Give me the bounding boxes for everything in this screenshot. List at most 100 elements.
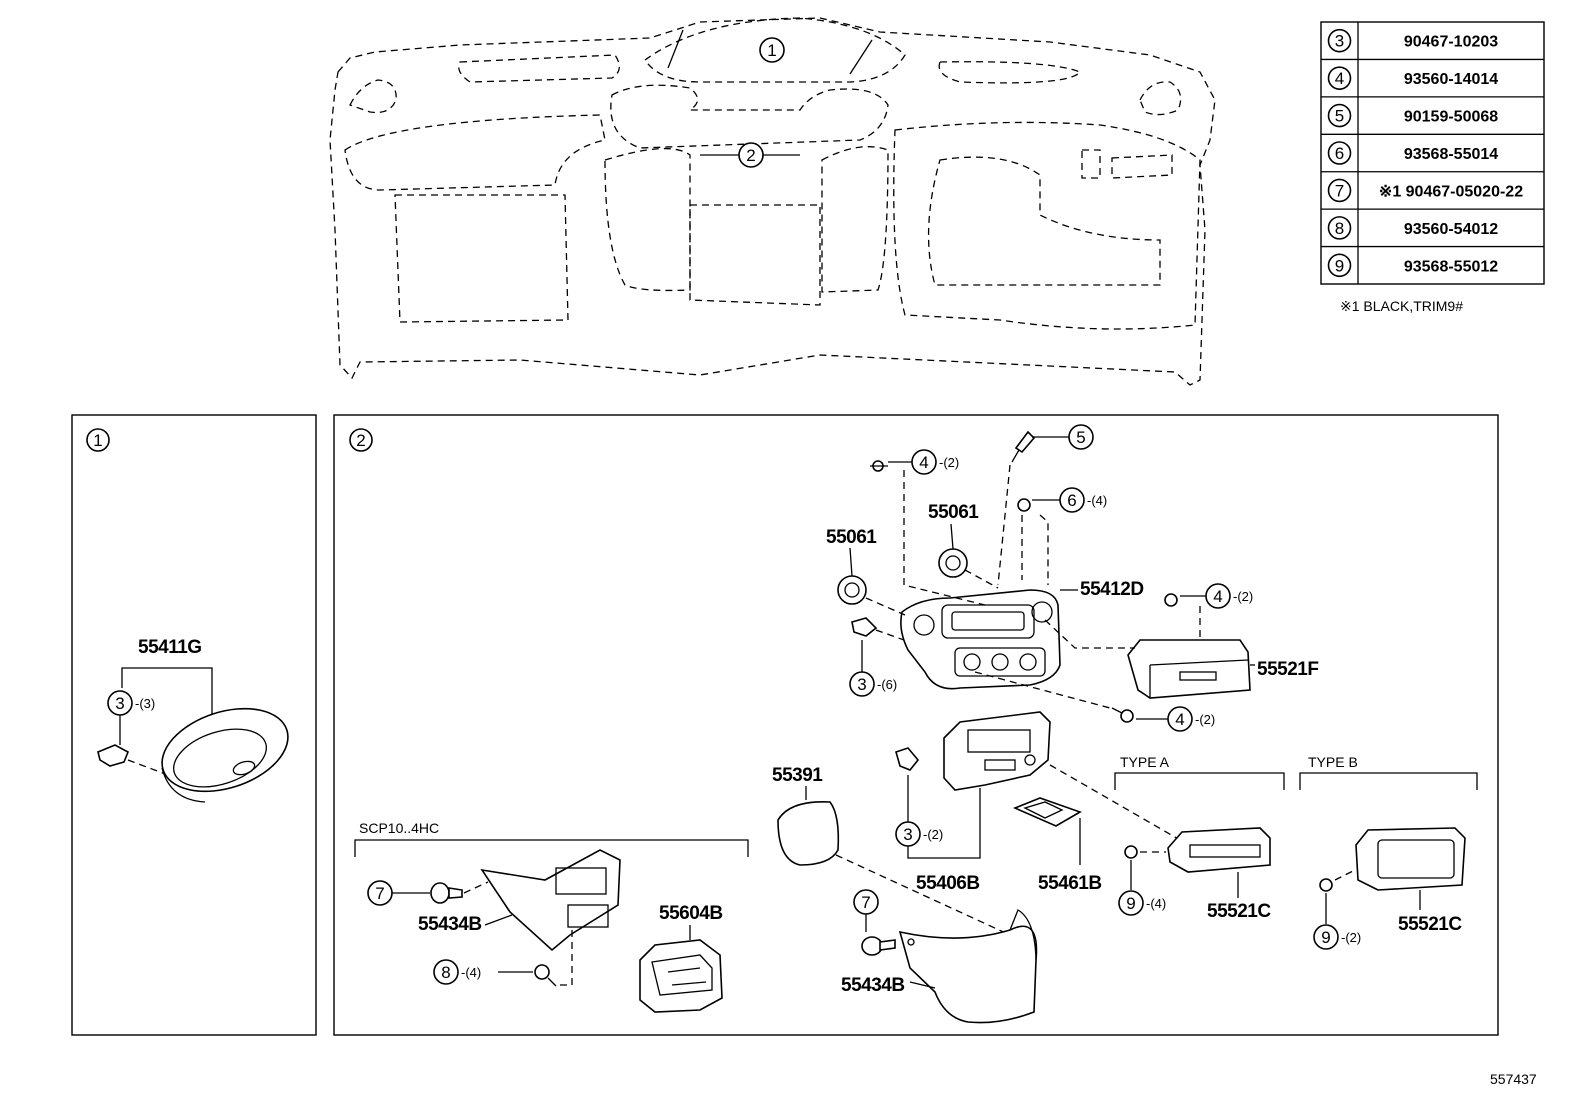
bracket-55434B-a-shape [480,849,621,952]
svg-text:9: 9 [1126,894,1135,913]
part-55521C-b: 55521C [1398,914,1462,935]
panel-2-label: 2 [349,428,373,452]
clip-3a-shape [851,617,878,637]
clip-3b-shape [895,747,920,771]
overview-callout-1: 1 [759,37,785,63]
instrument-panel-overview: 1 2 [329,17,1216,386]
part-55406B: 55406B [916,873,980,894]
ref-part-number: 93560-14014 [1404,71,1498,88]
callout-8: 8 -(4) [433,959,481,985]
screw-9b-shape [1319,878,1333,892]
svg-text:-(2): -(2) [939,455,959,470]
callout-7a: 7 [367,880,393,906]
holder-55604B-shape [639,939,723,1013]
panel-1-label: 1 [86,428,110,452]
svg-text:6: 6 [1067,491,1076,510]
cover-55434B-b-shape [898,909,1038,1024]
part-55434B-b: 55434B [841,975,905,996]
svg-text:-(3): -(3) [135,696,155,711]
ref-part-number: ※1 90467-05020-22 [1379,183,1523,200]
clip-7a-shape [430,882,463,904]
svg-text:-(2): -(2) [1233,589,1253,604]
part-55461B: 55461B [1038,873,1102,894]
type-a-label: TYPE A [1120,754,1170,770]
part-55412D: 55412D [1080,579,1144,600]
ref-part-number: 93568-55012 [1404,258,1498,275]
callout-9a: 9 -(4) [1118,890,1166,916]
ref-number: 3 [1335,32,1344,51]
screw-4-right-shape [1164,593,1178,607]
vent-55061-b-shape [938,548,968,578]
overview-callout-2: 2 [738,142,764,168]
ref-circle [1327,141,1352,165]
ref-table-row: 7 ※1 90467-05020-22 [1327,178,1523,203]
part-55521C-a: 55521C [1207,901,1271,922]
pad-55391-shape [777,801,840,866]
svg-text:2: 2 [746,146,755,165]
pocket-55521F-shape [1127,639,1251,699]
ref-number: 6 [1335,144,1344,163]
ref-table-row: 6 93568-55014 [1327,141,1498,165]
svg-text:-(4): -(4) [1087,493,1107,508]
screw-6-shape [1017,498,1031,512]
part-55391: 55391 [772,765,823,786]
meter-hood-shape [161,707,289,803]
scp-label: SCP10..4HC [359,820,439,836]
clip-7b-shape [861,936,896,956]
svg-text:2: 2 [356,431,365,450]
callout-6: 6 -(4) [1059,487,1107,513]
svg-text:5: 5 [1076,428,1085,447]
callout-3: 3 [107,690,133,716]
ref-part-number: 90159-50068 [1404,109,1498,126]
callout-7b: 7 [853,889,879,915]
ref-number: 4 [1335,69,1344,88]
svg-text:-(2): -(2) [1341,930,1361,945]
ref-circle [1327,216,1352,240]
svg-text:-(2): -(2) [923,827,943,842]
panel-2: 2 55061 55061 55412D 55521F 55391 55406B… [333,414,1499,1036]
svg-text:-(4): -(4) [1146,896,1166,911]
part-55521F: 55521F [1257,659,1318,680]
svg-text:4: 4 [919,453,928,472]
panel-55406B-shape [943,711,1051,791]
svg-text:3: 3 [903,825,912,844]
footnote: ※1 BLACK,TRIM9# [1340,298,1463,314]
ref-table-row: 4 93560-14014 [1327,66,1498,90]
ref-number: 9 [1335,256,1344,275]
type-b-label: TYPE B [1308,754,1358,770]
svg-text:-(4): -(4) [461,965,481,980]
svg-text:4: 4 [1175,710,1184,729]
svg-text:7: 7 [861,893,870,912]
pocket-55521C-b-shape [1355,827,1466,891]
callout-3b: 3 -(2) [895,821,943,847]
center-cluster-bezel-shape [900,589,1061,690]
part-55061-b: 55061 [928,502,979,523]
svg-text:-(2): -(2) [1195,712,1215,727]
ref-circle [1327,28,1352,53]
screw-4-top-shape [870,460,888,472]
ref-part-number: 90467-10203 [1404,34,1498,51]
svg-text:8: 8 [441,963,450,982]
part-55434B-a: 55434B [418,914,482,935]
pocket-55521C-a-shape [1167,827,1271,873]
clip-shape [97,744,130,767]
panel-1: 1 55411G 3 -(3) [71,414,317,1036]
callout-3a: 3 -(6) [849,671,897,697]
callout-4-bottom: 4 -(2) [1167,706,1215,732]
svg-text:4: 4 [1213,587,1222,606]
svg-text:1: 1 [767,41,776,60]
ref-number: 7 [1335,181,1344,200]
part-55411G: 55411G [138,637,202,658]
svg-text:7: 7 [375,884,384,903]
screw-4-bottom-shape [1111,707,1134,723]
vent-55061-a-shape [837,575,867,605]
diagram-id: 557437 [1490,1071,1537,1087]
screw-9a-shape [1124,845,1138,859]
screw-5-shape [1011,430,1036,463]
screw-8-shape [534,964,557,987]
ref-part-number: 93568-55014 [1404,146,1498,163]
